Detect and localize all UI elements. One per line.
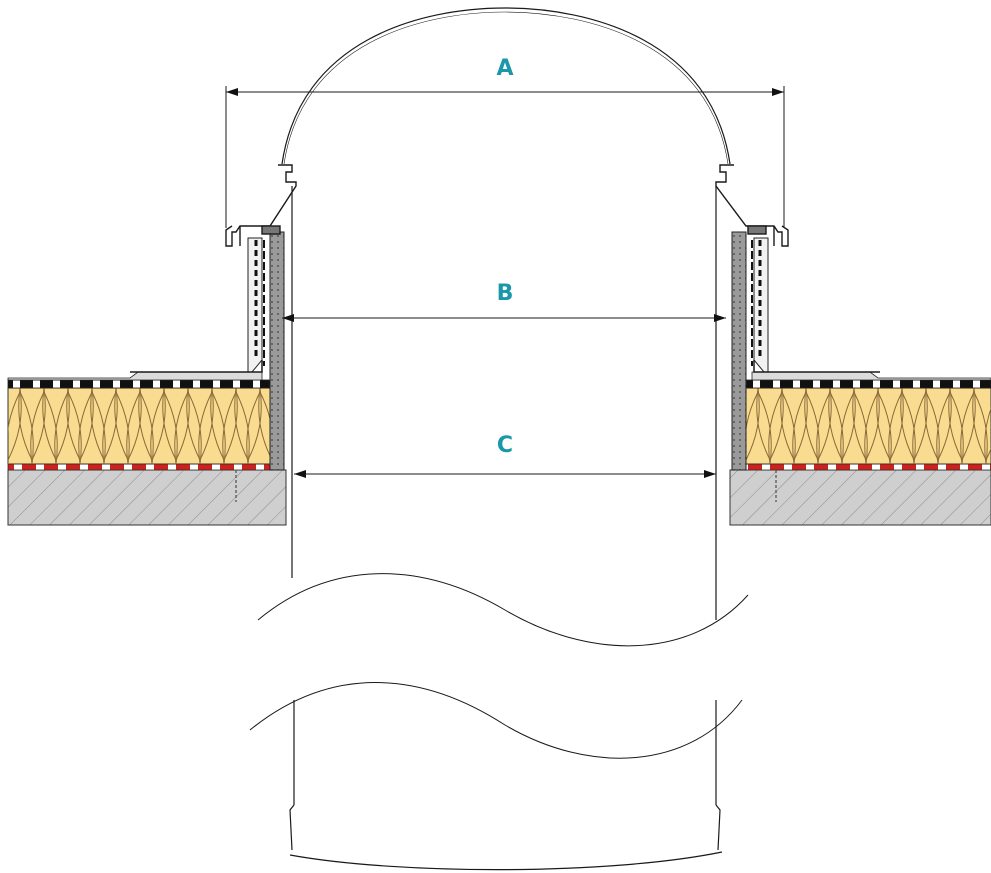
insulation-fibre (8, 388, 33, 461)
waterproof-membrane-left (7, 379, 271, 389)
gravel-layer-right (751, 371, 991, 381)
insulation-fibre (793, 388, 819, 461)
insulation-fibre (247, 388, 270, 461)
upstand-left (130, 231, 285, 471)
insulation-fibre (817, 388, 843, 461)
diffuser (289, 851, 723, 871)
break-line-lower (249, 682, 743, 759)
insulation-fibre (127, 388, 153, 461)
insulation-fibre (175, 388, 201, 461)
frame-right (715, 164, 789, 247)
upstand-right (731, 231, 880, 471)
concrete-slab-right (729, 469, 991, 526)
waterproof-membrane-right (745, 379, 991, 389)
insulation-fibre (55, 388, 81, 461)
vapour-barrier-right (737, 463, 991, 471)
light-tube (289, 186, 721, 851)
dimension-a-label: A (496, 56, 513, 81)
insulation-fibre (961, 388, 987, 461)
insulation-fibre (769, 388, 795, 461)
roof-buildup-right (729, 371, 991, 526)
insulation-fibre (223, 388, 249, 461)
dimension-b: B (282, 281, 726, 322)
roof-buildup-left (7, 371, 287, 526)
insulation-fibre (865, 388, 891, 461)
insulation-fibre (199, 388, 225, 461)
insulation-fibre (889, 388, 915, 461)
vapour-barrier-left (7, 463, 279, 471)
insulation-fibre (31, 388, 57, 461)
insulation-fibre (79, 388, 105, 461)
insulation-fibre (746, 388, 771, 461)
frame-left (225, 164, 297, 247)
insulation-fibre (913, 388, 939, 461)
insulation-fibre (103, 388, 129, 461)
gravel-layer-left (7, 371, 263, 381)
insulation-fibre (937, 388, 963, 461)
insulation-fibre (985, 447, 991, 461)
break-line-upper (257, 573, 749, 647)
dimension-b-label: B (497, 281, 514, 306)
concrete-slab-left (7, 469, 287, 526)
dimension-c-label: C (497, 433, 513, 458)
insulation-fibre (841, 388, 867, 461)
dimension-a: A (225, 56, 785, 228)
acrylic-dome (281, 7, 731, 165)
insulation-fibre (151, 388, 177, 461)
insulation-fibre (984, 407, 991, 464)
dimension-c: C (294, 433, 716, 478)
